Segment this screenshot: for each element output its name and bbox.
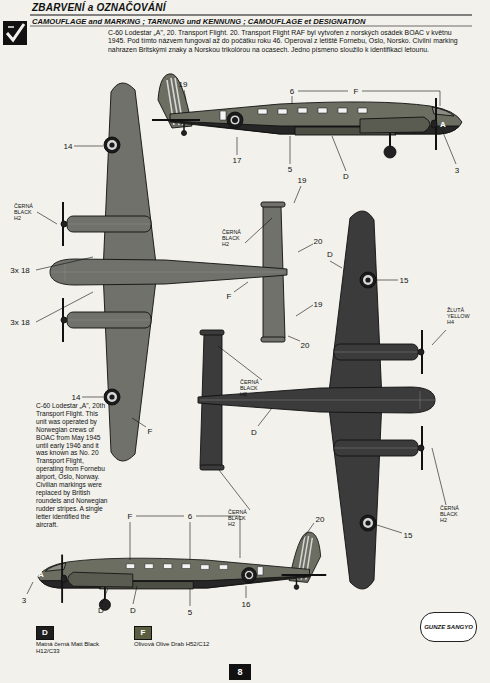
aircraft-letter: A <box>38 570 44 579</box>
callout-number: 16 <box>242 600 251 609</box>
callout-number: 5 <box>188 608 192 617</box>
callout-number: 6 <box>290 87 294 96</box>
callout-number: 5 <box>288 165 292 174</box>
callout-number: 3 <box>455 166 459 175</box>
colour-note: ČERNÁ BLACK H2 <box>222 230 244 248</box>
callout-letter: D <box>251 428 257 437</box>
node-text: GUNZE SANGYO <box>424 624 473 631</box>
colour-note: ŽLUTÁ YELLOW H4 <box>447 308 469 326</box>
legend-text: Matná černá Matt Black H12/C33 <box>36 641 116 655</box>
callout-number: 20 <box>301 341 310 350</box>
callout-number: 17 <box>233 156 242 165</box>
callout-number: 3 <box>22 596 26 605</box>
colour-note: ČERNÁ BLACK H2 <box>440 506 462 524</box>
callout-letter: F <box>148 427 153 436</box>
callout-letter: D <box>327 250 333 259</box>
note-czech: C-60 Lodestar „A", 20. Transport Flight.… <box>108 29 470 54</box>
callout-number: 14 <box>64 142 73 151</box>
callout-number: 20 <box>314 237 323 246</box>
callout-number: 20 <box>316 515 325 524</box>
note-english: C-60 Lodestar „A", 20th Transport Flight… <box>36 402 110 529</box>
callout-letter: F <box>227 292 232 301</box>
sheet-title: ZBARVENÍ a OZNAČOVÁNÍ <box>32 2 166 13</box>
node-text: 8 <box>237 667 242 677</box>
callout-letter: F <box>128 512 133 521</box>
legend-text: Olivová Olive Drab H52/C12 <box>134 641 214 648</box>
callout-number: 15 <box>400 276 409 285</box>
callout-number: 6 <box>188 512 192 521</box>
colour-note: ČERNÁ BLACK H2 <box>228 510 250 528</box>
maker-logo: GUNZE SANGYO <box>420 612 477 642</box>
callout-number: 19 <box>179 80 188 89</box>
callout-number: 19 <box>298 176 307 185</box>
page-number: 8 <box>229 664 251 680</box>
colour-note: ČERNÁ BLACK H2 <box>240 380 262 398</box>
sheet-subtitle: CAMOUFLAGE and MARKING ; TARNUNG und KEN… <box>32 17 365 26</box>
callout-number: 19 <box>314 300 323 309</box>
callout-number: 15 <box>404 531 413 540</box>
callout-number: 3x 18 <box>10 318 30 327</box>
swatch-letter: D <box>42 628 48 637</box>
colour-note: ČERNÁ BLACK H2 <box>14 204 36 222</box>
callout-letter: F <box>354 87 359 96</box>
callout-number: 3x 18 <box>10 266 30 275</box>
callout-letter: D <box>343 172 349 181</box>
aircraft-letter: A <box>440 120 446 129</box>
callout-letter: D <box>130 606 136 615</box>
swatch-letter: F <box>141 628 146 637</box>
callout-number: 14 <box>72 393 81 402</box>
callout-letter: D <box>98 606 104 615</box>
